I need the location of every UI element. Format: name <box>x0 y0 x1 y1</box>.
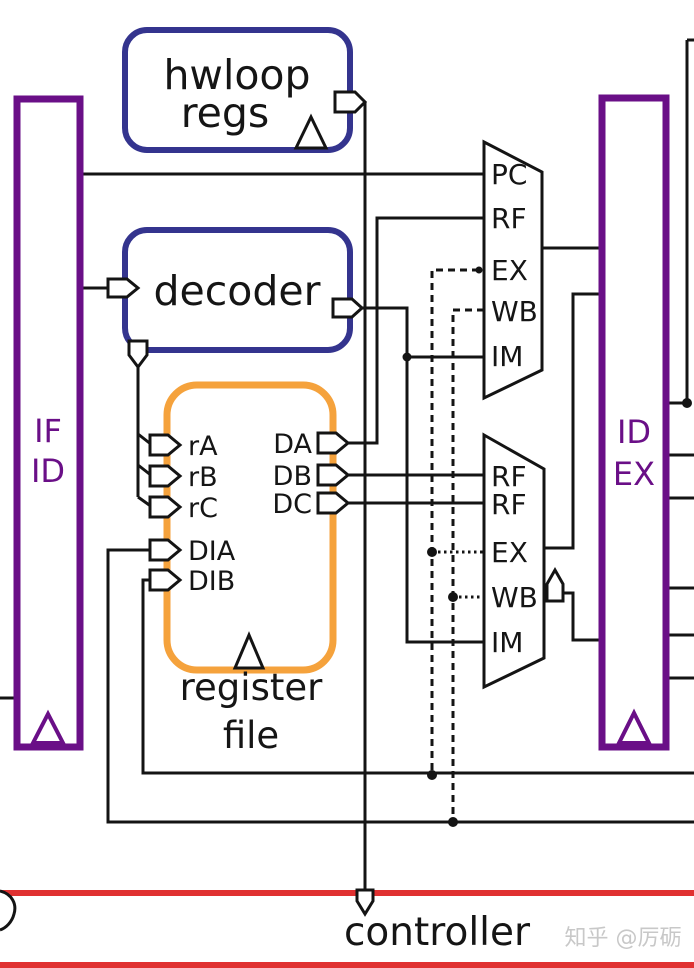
red-divider-line <box>0 890 694 896</box>
junction-dot <box>448 592 458 602</box>
mux-b-output-wire <box>544 292 602 550</box>
dib-port-arrow <box>148 568 183 592</box>
junction-dot <box>427 547 437 557</box>
watermark: 知乎 @厉砺 <box>565 926 682 951</box>
register-file-clock-triangle <box>232 631 266 670</box>
hwloop-output-arrow <box>333 90 368 114</box>
mux-b-input-wb: WB <box>491 581 538 614</box>
mux-b-select-wire <box>563 591 602 642</box>
port-arrows <box>0 90 565 932</box>
wire-junctions <box>402 266 692 827</box>
id-ex-label-bottom: EX <box>613 455 655 493</box>
if-id-label-top: IF <box>34 412 62 450</box>
operand-a-rf-wire <box>348 216 484 445</box>
mux-a-input-rf: RF <box>491 202 527 235</box>
id-ex-output-wire-1 <box>666 38 694 405</box>
mux-b-input-im: IM <box>491 626 523 659</box>
mux-a-input-im: IM <box>491 340 523 373</box>
signal-wires <box>0 38 694 890</box>
mux-b-select-up-arrow <box>545 566 565 603</box>
da-port-arrow <box>316 431 351 455</box>
register-file-block <box>163 381 337 674</box>
dia-writeback-wire <box>106 548 694 824</box>
red-bottom-line <box>0 962 694 968</box>
junction-dot <box>402 352 412 362</box>
da-port-label: DA <box>273 429 312 460</box>
junction-dot <box>682 398 692 408</box>
mux-b-input-rf1: RF <box>491 460 527 493</box>
rb-port-arrow <box>148 464 183 488</box>
if-id-label-bottom: ID <box>31 452 65 490</box>
register-file-label-line2: file <box>223 714 279 757</box>
ra-port-arrow <box>148 433 183 457</box>
hwloop-label-line1: hwloop <box>163 51 310 99</box>
dib-port-label: DIB <box>188 566 235 597</box>
junction-dot <box>475 266 483 274</box>
if-id-register <box>13 95 84 751</box>
mux-a-input-wb: WB <box>491 295 538 328</box>
junction-dot <box>427 770 437 780</box>
hwloop-regs-block <box>122 27 353 153</box>
id-ex-clock-triangle <box>615 708 653 745</box>
dia-port-arrow <box>148 538 183 562</box>
hwloop-label-line2: regs <box>181 89 270 137</box>
rb-port-label: rB <box>188 462 218 493</box>
decoder-input-arrow <box>106 277 141 299</box>
text-labels: hwloop regs decoder IF ID ID EX rA rB rC… <box>31 51 682 955</box>
mux-b-input-rf2: RF <box>491 488 527 521</box>
controller-down-arrow <box>355 888 375 917</box>
mux-a-input-ex: EX <box>491 254 528 287</box>
id-ex-label-top: ID <box>617 413 651 451</box>
dia-port-label: DIA <box>188 536 236 567</box>
clipped-left-arrow <box>0 889 17 932</box>
wb-forward-wire <box>451 308 484 822</box>
controller-label: controller <box>344 910 531 955</box>
operand-a-mux <box>482 139 544 401</box>
decoder-down-arrow <box>127 339 149 370</box>
register-file-label-line1: register <box>180 666 323 709</box>
if-id-clock-triangle <box>29 709 67 745</box>
mux-b-input-ex: EX <box>491 536 528 569</box>
forwarding-wires <box>430 268 484 822</box>
immediate-wire <box>362 306 484 644</box>
register-address-wire <box>136 366 153 509</box>
ra-port-label: rA <box>188 431 218 462</box>
hwloop-clock-triangle <box>293 113 329 150</box>
ex-forward-wire <box>430 268 479 775</box>
mux-a-input-pc: PC <box>491 158 527 191</box>
operand-b-mux <box>482 432 546 690</box>
decoder-label: decoder <box>154 267 321 315</box>
dc-port-arrow <box>316 491 351 515</box>
dib-writeback-wire <box>141 578 694 775</box>
id-ex-register <box>598 94 670 751</box>
rc-port-arrow <box>148 495 183 519</box>
decoder-output-arrow <box>331 297 365 319</box>
db-port-arrow <box>316 463 351 487</box>
rc-port-label: rC <box>188 493 218 524</box>
junction-dot <box>448 817 458 827</box>
dc-port-label: DC <box>272 489 312 520</box>
db-port-label: DB <box>273 461 312 492</box>
